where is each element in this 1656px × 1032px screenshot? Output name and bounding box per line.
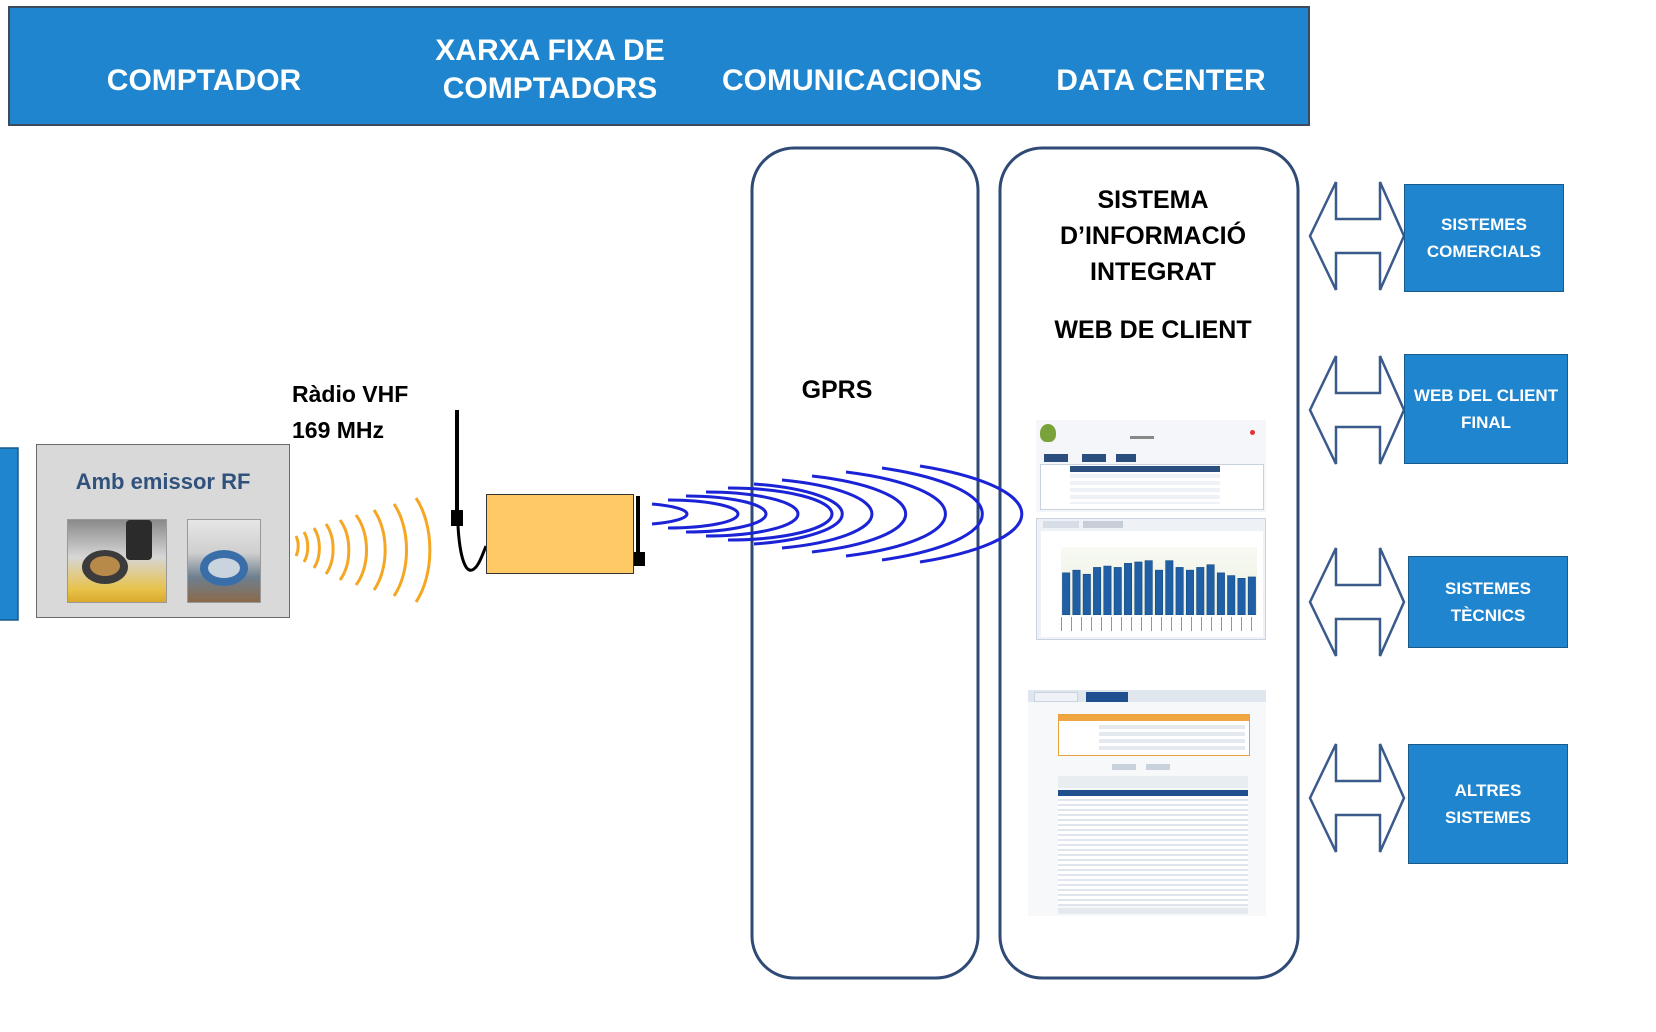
mini-bar xyxy=(1124,563,1133,615)
system-box-comercials: SISTEMES COMERCIALS xyxy=(1404,184,1564,292)
header-comunicacions: COMUNICACIONS xyxy=(722,64,982,97)
system-box-line2: TÈCNICS xyxy=(1450,606,1526,625)
mini-bar xyxy=(1113,567,1122,615)
web-client-label: WEB DE CLIENT xyxy=(1054,316,1252,344)
mini-bar xyxy=(1093,567,1102,615)
system-box-line2: SISTEMES xyxy=(1445,808,1531,827)
double-arrow-icon xyxy=(1308,743,1406,853)
system-box-line1: ALTRES xyxy=(1454,781,1522,800)
system-box-tecnics: SISTEMES TÈCNICS xyxy=(1408,556,1568,648)
system-box-line1: WEB DEL CLIENT xyxy=(1413,386,1559,405)
system-box-line1: SISTEMES xyxy=(1441,215,1527,234)
system-box-line1: SISTEMES xyxy=(1445,579,1531,598)
gateway-antenna-icon xyxy=(633,496,645,566)
mini-bar xyxy=(1134,561,1143,615)
system-box-line2: FINAL xyxy=(1460,413,1512,432)
datacenter-line1: SISTEMA xyxy=(1097,186,1209,214)
header-bar: COMPTADOR XARXA FIXA DE COMPTADORS COMUN… xyxy=(8,6,1310,126)
meter-photo-2 xyxy=(187,519,261,603)
mini-bar xyxy=(1072,569,1081,615)
mini-bar-chart xyxy=(1062,560,1256,615)
mini-bar xyxy=(1155,569,1163,615)
consumption-chart-screenshot xyxy=(1036,518,1266,640)
system-box-altres: ALTRES SISTEMES xyxy=(1408,744,1568,864)
header-comptador: COMPTADOR xyxy=(106,64,302,97)
double-arrows xyxy=(1308,181,1406,853)
rf-orange-waves xyxy=(294,497,432,603)
web-portal-screenshot xyxy=(1036,420,1266,512)
mini-bar xyxy=(1175,567,1184,615)
radio-label-line2: 169 MHz xyxy=(292,417,385,443)
mini-bar xyxy=(1165,560,1174,615)
radio-label-line1: Ràdio VHF xyxy=(292,381,409,407)
mini-bar xyxy=(1247,576,1256,615)
datacenter-title: SISTEMA D’INFORMACIÓ INTEGRAT xyxy=(1000,182,1306,290)
mini-bar xyxy=(1206,564,1215,615)
gprs-label: GPRS xyxy=(801,376,873,404)
datacenter-line2: D’INFORMACIÓ xyxy=(1059,222,1247,250)
double-arrow-icon xyxy=(1308,355,1406,465)
header-xarxa-line2: COMPTADORS xyxy=(442,72,658,105)
meter-photo-1 xyxy=(67,519,167,603)
meter-box: Amb emissor RF xyxy=(36,444,290,618)
mini-bar xyxy=(1196,567,1205,615)
antenna-icon xyxy=(451,410,488,572)
double-arrow-icon xyxy=(1308,181,1406,291)
datacenter-column-frame xyxy=(998,146,1300,980)
close-icon xyxy=(1250,430,1255,435)
mini-bar xyxy=(1082,573,1091,615)
rf-blue-waves xyxy=(651,464,1024,564)
mini-bar xyxy=(1103,565,1112,615)
mini-bar xyxy=(1185,569,1194,615)
system-box-line2: COMERCIALS xyxy=(1426,242,1542,261)
comms-column-frame xyxy=(750,146,980,980)
mini-bar xyxy=(1237,578,1246,615)
system-box-web-client: WEB DEL CLIENT FINAL xyxy=(1404,354,1568,464)
mini-bar xyxy=(1144,560,1153,615)
header-xarxa-line1: XARXA FIXA DE xyxy=(435,34,665,67)
data-table-screenshot xyxy=(1028,690,1266,916)
mini-bar xyxy=(1062,572,1071,615)
partial-left-box xyxy=(0,447,19,621)
meter-title: Amb emissor RF xyxy=(75,469,251,494)
logo-icon xyxy=(1040,424,1056,442)
mini-bar xyxy=(1216,572,1225,615)
datacenter-line3: INTEGRAT xyxy=(1090,258,1216,286)
mini-bar xyxy=(1227,575,1236,615)
header-xarxa-fixa: XARXA FIXA DE COMPTADORS xyxy=(410,32,690,108)
radio-label: Ràdio VHF 169 MHz xyxy=(292,376,408,448)
double-arrow-icon xyxy=(1308,547,1406,657)
header-data-center: DATA CENTER xyxy=(1056,64,1266,97)
gateway-concentrator xyxy=(486,494,634,574)
